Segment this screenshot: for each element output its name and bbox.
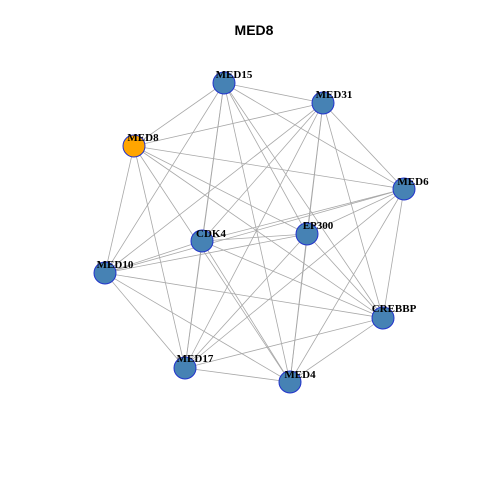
node-med6 <box>392 177 416 201</box>
edge-med15-med31 <box>223 82 324 104</box>
edge-med15-crebbp <box>223 82 384 319</box>
edge-med6-cdk4 <box>201 188 405 242</box>
edge-med31-med10 <box>104 102 324 274</box>
edge-med6-med17 <box>184 188 405 369</box>
edge-cdk4-med4 <box>201 240 291 383</box>
node-label-med17: MED17 <box>177 353 214 365</box>
edge-med10-crebbp <box>104 272 384 319</box>
edge-med8-med6 <box>133 145 405 190</box>
plot-title: MED8 <box>235 22 274 38</box>
edge-med31-med8 <box>133 102 324 147</box>
node-med4 <box>278 370 302 394</box>
edge-med8-ep300 <box>133 145 308 235</box>
edge-med6-med4 <box>289 188 405 383</box>
edge-med15-ep300 <box>223 82 308 235</box>
edge-med31-cdk4 <box>201 102 324 242</box>
edge-med15-med8 <box>133 82 225 147</box>
node-label-med8: MED8 <box>127 132 159 144</box>
edge-med17-med4 <box>184 367 291 383</box>
edge-cdk4-med10 <box>104 240 203 274</box>
node-label-med15: MED15 <box>216 69 253 81</box>
edges-layer <box>104 82 405 383</box>
edge-med15-med4 <box>223 82 291 383</box>
node-cdk4 <box>190 229 214 253</box>
edge-med31-med17 <box>184 102 324 369</box>
edge-med10-med17 <box>104 272 186 369</box>
node-ep300 <box>295 222 319 246</box>
edge-med10-med4 <box>104 272 291 383</box>
node-label-cdk4: CDK4 <box>196 228 226 240</box>
edge-cdk4-med17 <box>184 240 203 369</box>
node-label-med31: MED31 <box>316 89 353 101</box>
node-med8 <box>122 134 146 158</box>
edge-med8-med10 <box>104 145 135 274</box>
node-label-med10: MED10 <box>97 259 134 271</box>
edge-med8-med17 <box>133 145 186 369</box>
node-label-crebbp: CREBBP <box>372 303 417 315</box>
edge-ep300-med4 <box>289 233 308 383</box>
node-med15 <box>212 71 236 95</box>
edge-med8-med4 <box>133 145 291 383</box>
edge-med31-med6 <box>322 102 405 190</box>
node-crebbp <box>371 306 395 330</box>
edge-med15-med6 <box>223 82 405 190</box>
edge-ep300-crebbp <box>306 233 384 319</box>
node-med31 <box>311 91 335 115</box>
node-med10 <box>93 261 117 285</box>
edge-ep300-med17 <box>184 233 308 369</box>
edge-crebbp-med4 <box>289 317 384 383</box>
edge-crebbp-med17 <box>184 317 384 369</box>
node-med17 <box>173 356 197 380</box>
node-label-ep300: EP300 <box>303 220 334 232</box>
edge-med31-crebbp <box>322 102 384 319</box>
edge-med6-med10 <box>104 188 405 274</box>
edge-med8-crebbp <box>133 145 384 319</box>
edge-ep300-med10 <box>104 233 308 274</box>
edge-med15-med10 <box>104 82 225 274</box>
edge-med6-ep300 <box>306 188 405 235</box>
node-label-med6: MED6 <box>397 176 429 188</box>
node-label-med4: MED4 <box>284 369 316 381</box>
nodes-layer <box>93 71 416 394</box>
edge-ep300-cdk4 <box>201 233 308 242</box>
edge-med6-crebbp <box>382 188 405 319</box>
edge-cdk4-crebbp <box>201 240 384 319</box>
